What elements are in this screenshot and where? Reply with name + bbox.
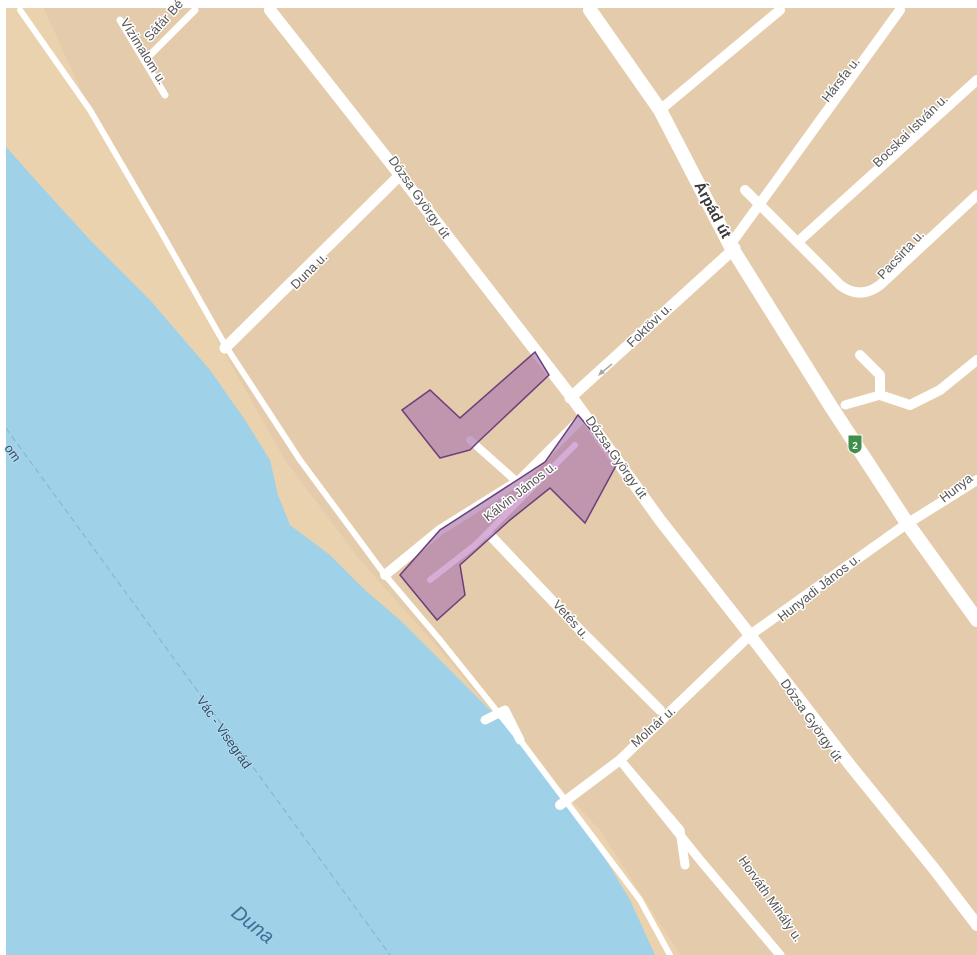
road-vizimalom xyxy=(116,16,169,99)
river-water xyxy=(0,140,655,955)
parcel-road-overlay xyxy=(427,442,578,583)
road-pacsirta xyxy=(740,185,977,298)
road-connector xyxy=(466,436,519,484)
map-frame-top xyxy=(0,0,977,8)
road-safar xyxy=(146,6,199,59)
road-lane-east-2 xyxy=(840,390,885,410)
road-side-1 xyxy=(480,705,525,745)
road-duna-u xyxy=(219,174,401,354)
parcel-shape-north[interactable] xyxy=(400,350,550,459)
parcel-shape-south[interactable] xyxy=(399,413,619,622)
road-arpad xyxy=(583,3,977,627)
road-lane-east xyxy=(855,350,977,410)
road-foktovi xyxy=(564,242,741,404)
route-shield-number: 2 xyxy=(852,441,858,452)
oneway-arrow-icon xyxy=(598,363,613,376)
road-dozsa xyxy=(264,4,977,931)
map-frame-left xyxy=(0,0,6,955)
road-horvath xyxy=(615,755,785,955)
road-top xyxy=(655,5,785,115)
road-bocskai xyxy=(795,75,977,245)
road-vetes xyxy=(485,530,665,715)
route-shield-icon: 2 xyxy=(847,434,863,455)
ferry-route-line xyxy=(0,419,391,955)
highlighted-parcel[interactable] xyxy=(399,350,619,622)
road-hunyadi xyxy=(745,475,977,640)
